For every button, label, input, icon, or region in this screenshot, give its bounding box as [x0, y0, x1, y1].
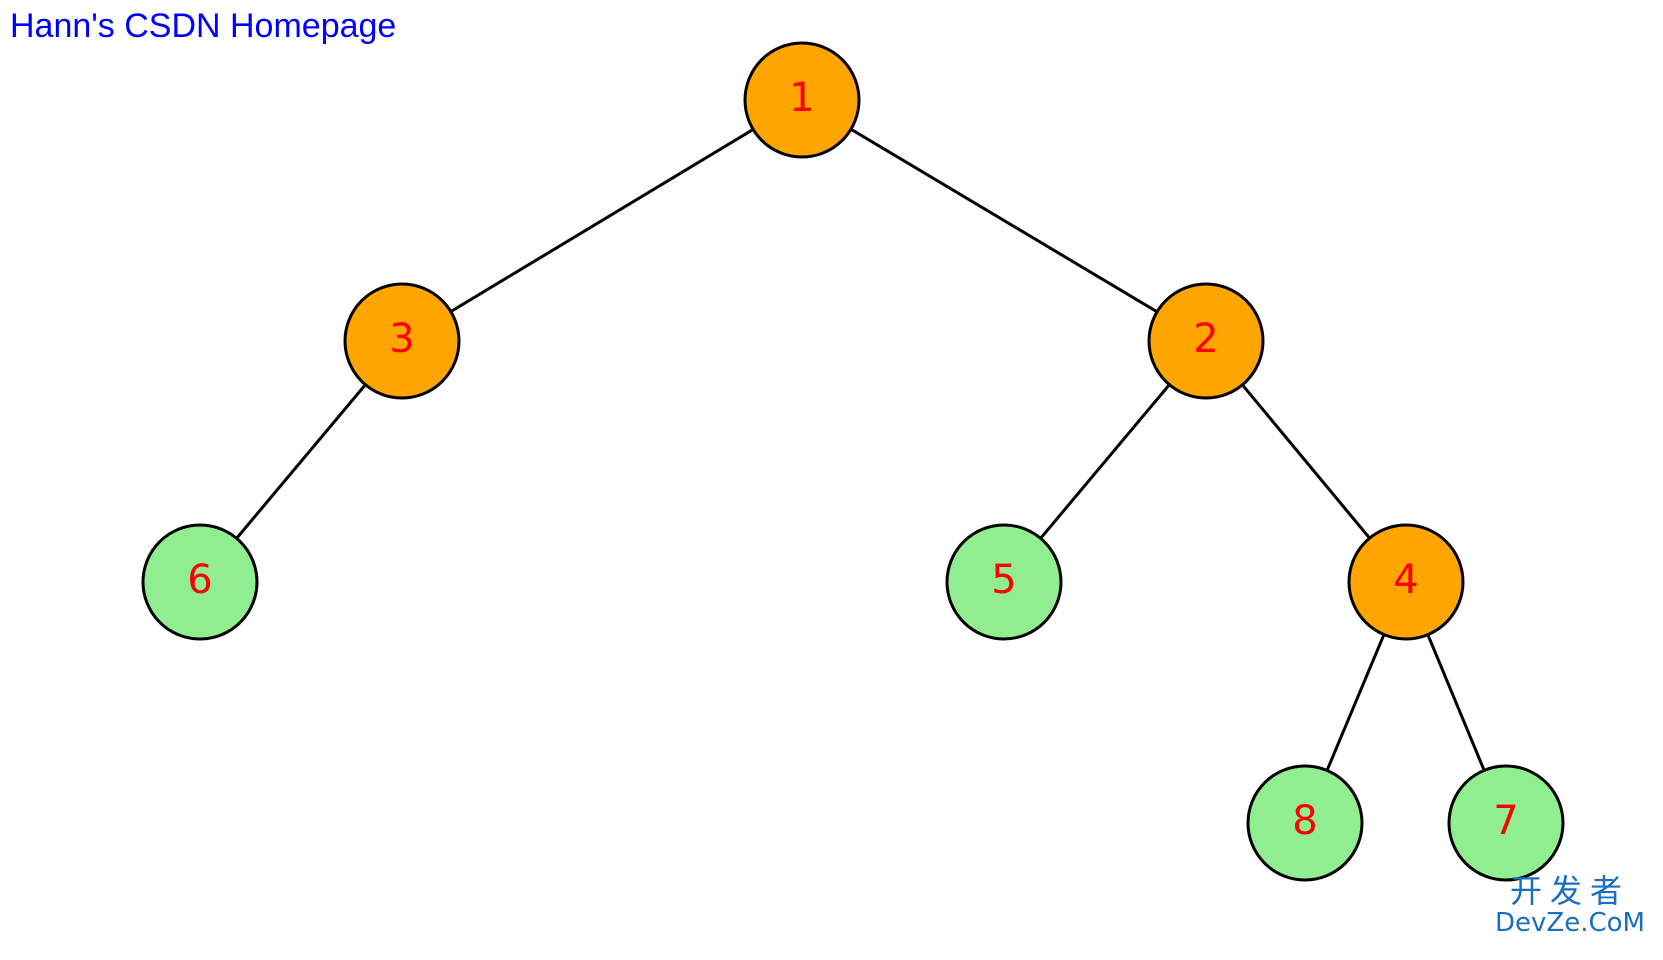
node-circle-1 [743, 41, 861, 159]
watermark-site-text: DevZe.CoM [1495, 908, 1645, 939]
edge-n1-n3 [401, 98, 803, 343]
node-circle-5 [945, 523, 1063, 641]
node-circle-7 [1447, 764, 1565, 882]
tree-node-3: 3 [343, 282, 461, 400]
edge-n1-n2 [801, 98, 1207, 343]
node-circle-2 [1147, 282, 1265, 400]
node-label-4: 4 [1393, 557, 1418, 603]
tree-node-4: 4 [1347, 523, 1465, 641]
watermark-chinese-text: 开发者 [1510, 872, 1631, 911]
homepage-link[interactable]: Hann's CSDN Homepage [10, 7, 397, 45]
node-label-8: 8 [1292, 798, 1317, 844]
node-circle-8 [1246, 764, 1364, 882]
tree-node-6: 6 [141, 523, 259, 641]
tree-node-5: 5 [945, 523, 1063, 641]
node-circle-4 [1347, 523, 1465, 641]
node-label-3: 3 [389, 316, 414, 362]
tree-node-7: 7 [1447, 764, 1565, 882]
tree-node-8: 8 [1246, 764, 1364, 882]
node-label-6: 6 [187, 557, 212, 603]
nodes-layer: 1 3 2 6 5 4 8 7 [141, 41, 1565, 882]
node-label-5: 5 [991, 557, 1016, 603]
watermark: 开发者 DevZe.CoM [1495, 874, 1645, 938]
node-circle-6 [141, 523, 259, 641]
tree-node-1: 1 [743, 41, 861, 159]
node-circle-3 [343, 282, 461, 400]
node-label-2: 2 [1193, 316, 1218, 362]
node-label-1: 1 [789, 75, 814, 121]
tree-node-2: 2 [1147, 282, 1265, 400]
node-label-7: 7 [1493, 798, 1518, 844]
edges-layer [198, 98, 1508, 824]
